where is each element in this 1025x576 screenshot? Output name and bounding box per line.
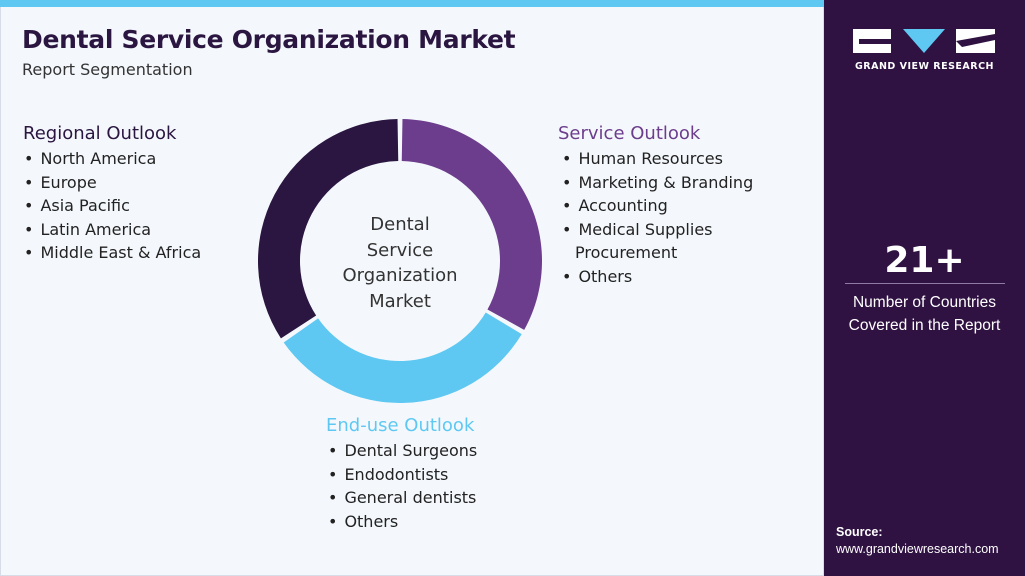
list-item: Others [562,265,753,289]
center-label-line: Market [369,290,431,312]
stat-caption-line: Number of Countries [852,294,996,311]
list-item: Others [328,510,477,534]
list-item: Human Resources [562,147,753,171]
gvr-logo-icon [853,29,995,53]
donut-center-label: Dental Service Organization Market [320,212,480,314]
center-label-line: Service [366,239,434,261]
center-label-line: Dental [370,214,430,235]
service-outlook-list: Human Resources Marketing & Branding Acc… [562,147,753,289]
center-label-line: Organization [342,265,458,286]
top-accent-bar [0,0,824,7]
stat-caption: Number of Countries Covered in the Repor… [824,291,1025,337]
list-item: Dental Surgeons [328,439,477,463]
list-item: Procurement [575,243,678,263]
regional-outlook-title: Regional Outlook [23,123,177,144]
source-label: Source: [836,525,883,539]
donut-segment-end-use [283,312,522,403]
sidebar [824,0,1025,576]
list-item: Endodontists [328,463,477,487]
logo-text: GRAND VIEW RESEARCH [855,61,994,72]
stat-caption-line: Covered in the Report [848,317,1001,334]
source-url: www.grandviewresearch.com [836,542,999,556]
list-item: Marketing & Branding [562,171,753,195]
segmentation-donut [258,119,542,403]
list-item: Medical Supplies [562,218,753,242]
regional-outlook-list: North America Europe Asia Pacific Latin … [24,147,201,265]
end-use-outlook-title: End-use Outlook [326,415,475,436]
service-outlook-title: Service Outlook [558,123,701,144]
list-item: North America [24,147,201,171]
stat-value: 21+ [884,240,965,281]
divider [845,283,1005,284]
list-item: Latin America [24,218,201,242]
donut-segment-regional [258,119,399,339]
donut-segment-service [401,119,542,330]
list-item: Middle East & Africa [24,241,201,265]
page-title: Dental Service Organization Market [22,25,516,54]
list-item: Asia Pacific [24,194,201,218]
end-use-outlook-list: Dental Surgeons Endodontists General den… [328,439,477,533]
page-subtitle: Report Segmentation [22,60,193,79]
list-item: General dentists [328,486,477,510]
list-item: Accounting [562,194,753,218]
list-item: Europe [24,171,201,195]
